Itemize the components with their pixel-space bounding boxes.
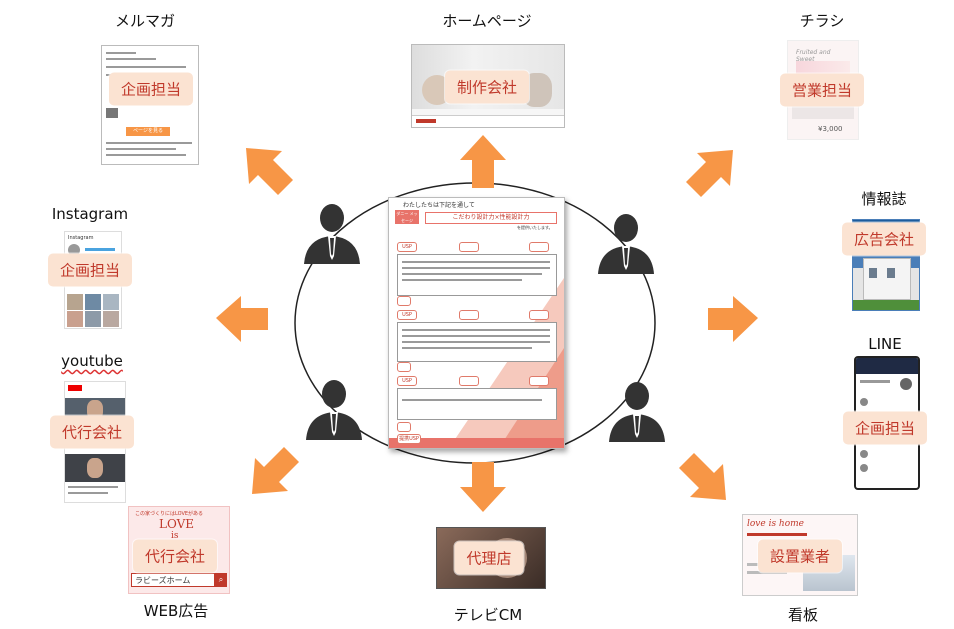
owner-badge-instagram: 企画担当 [47, 253, 133, 287]
owner-badge-magazine: 広告会社 [841, 222, 927, 256]
web-ad-top-text: この家づくりにはLOVEがある [135, 511, 204, 517]
web-ad-is: is [171, 531, 179, 541]
channel-title-mailmag: メルマガ [114, 12, 176, 30]
owner-badge-homepage: 制作会社 [444, 70, 530, 104]
arrow-right [708, 296, 758, 342]
arrows [216, 135, 758, 512]
owner-badge-youtube: 代行会社 [49, 415, 135, 449]
web-ad-love: LOVE [159, 517, 195, 531]
web-ad-search: ラビーズホーム [131, 573, 215, 587]
channel-title-instagram: Instagram [51, 205, 129, 223]
usp-document: わたしたちは下記を通して ダニー メッセージ こだわり設計力×性能設計力 を提供… [388, 197, 565, 449]
channel-title-tvcm: テレビCM [453, 606, 523, 624]
mail-page-button: ページを見る [126, 127, 170, 136]
channel-title-flyer: チラシ [799, 12, 845, 30]
arrow-upper-right [686, 150, 733, 197]
doc-box-2 [397, 322, 557, 362]
doc-box-3 [397, 388, 557, 420]
owner-badge-signboard: 設置業者 [757, 539, 843, 573]
person-icon-bottom-right [609, 382, 665, 442]
arrow-left [216, 296, 268, 342]
doc-section2-label: USP [397, 310, 417, 320]
owner-badge-mailmag: 企画担当 [108, 72, 194, 106]
channel-title-youtube: youtube [61, 352, 123, 370]
arrow-up [460, 135, 506, 188]
doc-footer: 提携USP [397, 434, 421, 444]
flyer-price: ¥3,000 [818, 125, 843, 133]
channel-title-line: LINE [868, 335, 902, 353]
arrow-upper-left [246, 148, 293, 195]
doc-section1-label: USP [397, 242, 417, 252]
doc-section3-label: USP [397, 376, 417, 386]
doc-tag: ダニー メッセージ [395, 210, 419, 224]
channel-title-signboard: 看板 [787, 606, 819, 624]
doc-header: こだわり設計力×性能設計力 [425, 212, 557, 224]
channel-title-web-ad: WEB広告 [143, 602, 209, 620]
doc-title: わたしたちは下記を通して [403, 202, 475, 209]
person-icon-top-left [304, 204, 360, 264]
sign-text: love is home [747, 519, 805, 529]
channel-title-homepage: ホームページ [442, 12, 532, 30]
person-icon-bottom-left [306, 380, 362, 440]
channel-title-magazine: 情報誌 [861, 190, 907, 208]
arrow-down [460, 462, 506, 512]
doc-sub: を提供いたします。 [517, 225, 553, 230]
doc-box-1 [397, 254, 557, 296]
person-icon-top-right [598, 214, 654, 274]
owner-badge-web-ad: 代行会社 [132, 539, 218, 573]
arrow-lower-left [252, 447, 299, 494]
arrow-lower-right [679, 453, 726, 500]
owner-badge-line: 企画担当 [842, 411, 928, 445]
owner-badge-tvcm: 代理店 [454, 541, 524, 575]
search-icon: ⌕ [215, 573, 227, 587]
owner-badge-flyer: 営業担当 [779, 73, 865, 107]
